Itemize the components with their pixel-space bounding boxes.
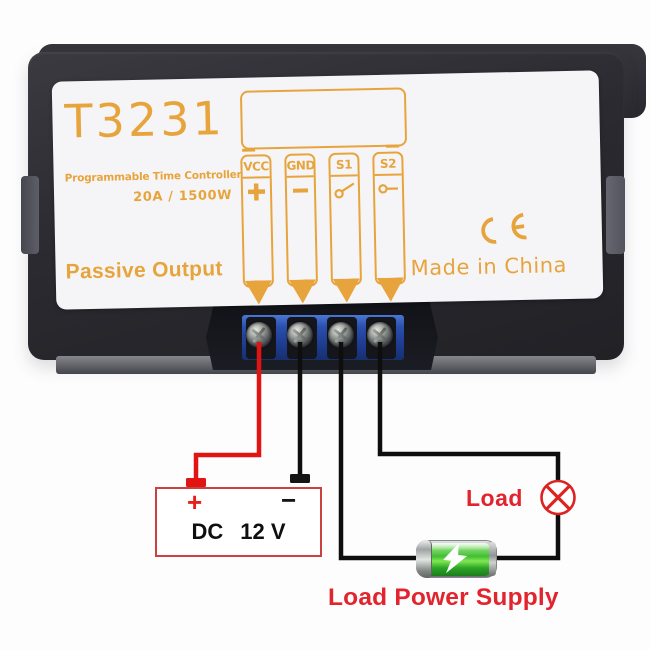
plus-terminal-label: + (187, 487, 203, 517)
power-rating: 20A / 1500W (132, 187, 233, 206)
ce-mark (467, 210, 529, 253)
terminal-label-s1: S1 (335, 157, 353, 172)
load-power-supply-caption: Load Power Supply (328, 584, 559, 611)
voltage-label: 12 V (240, 519, 286, 544)
terminal-screw-gnd (287, 322, 313, 348)
device-side-tab-right (606, 176, 625, 254)
switch-open-icon (333, 182, 354, 199)
arrow-down-icon (245, 280, 272, 305)
contact-point-icon (377, 184, 398, 194)
minus-icon (292, 188, 309, 193)
arrow-down-icon (377, 277, 404, 302)
terminal-column-s2: S2 (372, 151, 406, 304)
supply-type-label: DC (191, 519, 224, 544)
lightning-bolt-icon (443, 543, 468, 574)
display-window-tick (242, 148, 256, 152)
minus-terminal-label: − (281, 485, 297, 515)
terminal-screw-s1 (328, 322, 354, 348)
terminal-screw-vcc (246, 322, 272, 348)
load-caption: Load (466, 485, 523, 511)
front-label: T3231 Programmable Time Controller 20A /… (51, 70, 604, 310)
terminal-label-gnd: GND (286, 158, 315, 173)
arrow-down-icon (289, 279, 316, 304)
terminal-column-s1: S1 (328, 152, 363, 305)
display-window-outline (239, 87, 408, 150)
ground-wire-terminal (290, 474, 310, 483)
s1-load-wire (338, 342, 470, 561)
output-mode-label: Passive Output (65, 257, 223, 284)
arrow-down-icon (333, 278, 360, 303)
battery-icon (416, 540, 497, 578)
device-side-tab-left (21, 176, 39, 254)
display-window-tick (386, 144, 400, 148)
dc-power-box: + − DC 12 V (155, 485, 322, 557)
terminal-label-s2: S2 (379, 156, 397, 171)
s2-load-wire (377, 342, 561, 561)
terminal-column-gnd: GND (284, 153, 319, 306)
terminal-screw-s2 (367, 322, 393, 348)
model-number: T3231 (63, 91, 226, 149)
terminal-column-vcc: VCC (240, 154, 275, 307)
terminal-label-vcc: VCC (243, 159, 269, 174)
origin-label: Made in China (410, 253, 568, 281)
product-subtitle: Programmable Time Controller (64, 168, 242, 185)
plus-icon (247, 182, 266, 201)
positive-wire-terminal (186, 478, 206, 487)
load-lamp-icon (540, 479, 576, 516)
